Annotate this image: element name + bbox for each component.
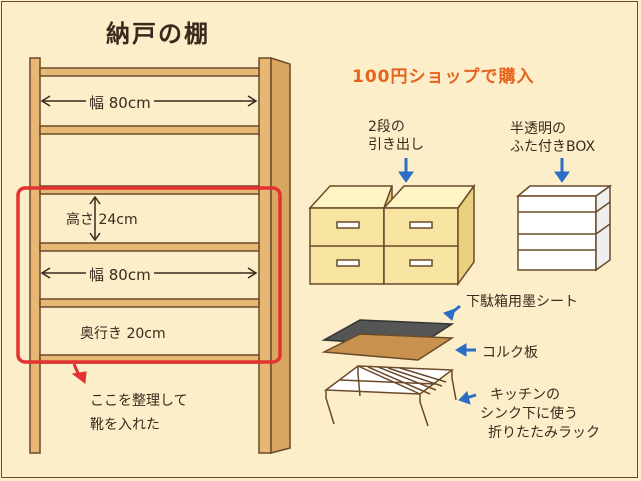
drawer-label-line2: 引き出し bbox=[368, 137, 424, 153]
sheet-label: 下駄箱用墨シート bbox=[466, 294, 578, 310]
highlight-box bbox=[16, 186, 282, 364]
shelf-right-post bbox=[258, 57, 272, 454]
page-title: 納戸の棚 bbox=[106, 20, 210, 48]
depth-label: 奥行き 20cm bbox=[80, 326, 166, 342]
height-arrow bbox=[89, 195, 101, 242]
folding-rack bbox=[323, 365, 457, 427]
note-line2: 靴を入れた bbox=[90, 417, 160, 433]
width-label-mid: 幅 80cm bbox=[86, 264, 154, 285]
rack-label-line3: 折りたたみラック bbox=[488, 425, 600, 441]
drawer-units bbox=[308, 183, 476, 287]
red-arrow bbox=[71, 363, 87, 384]
box-label-line2: ふた付きBOX bbox=[510, 139, 596, 155]
width-label-top: 幅 80cm bbox=[86, 92, 154, 113]
shelf-board bbox=[39, 298, 260, 308]
rack-label-line1: キッチンの bbox=[490, 387, 560, 403]
height-label: 高さ 24cm bbox=[66, 212, 138, 228]
shelf-boards bbox=[39, 67, 260, 364]
shelf-board bbox=[39, 242, 260, 252]
box-label-line1: 半透明の bbox=[510, 121, 566, 137]
blue-arrows bbox=[398, 158, 570, 405]
translucent-box bbox=[515, 184, 613, 272]
shop-heading: 100円ショップで購入 bbox=[352, 67, 535, 87]
shelf-board bbox=[39, 185, 260, 195]
shelf-board bbox=[39, 125, 260, 135]
cork-board bbox=[321, 333, 455, 361]
rack-label-line2: シンク下に使う bbox=[480, 406, 578, 422]
cork-label: コルク板 bbox=[482, 345, 538, 361]
note-line1: ここを整理して bbox=[90, 393, 188, 409]
shelf-board bbox=[39, 67, 260, 77]
shelf-left-post bbox=[29, 57, 41, 454]
drawer-label-line1: 2段の bbox=[368, 119, 405, 135]
